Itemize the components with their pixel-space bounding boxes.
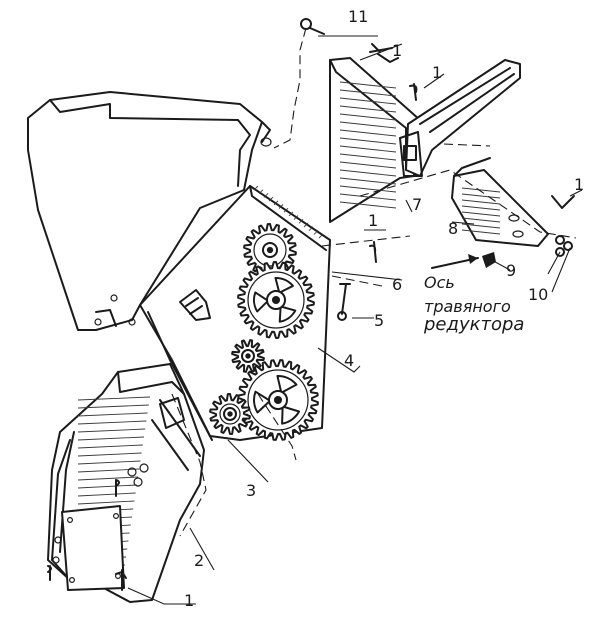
- callout-11: 11: [348, 7, 368, 26]
- callout-1-top: 1: [392, 41, 402, 60]
- leader-lines: [127, 35, 583, 605]
- gear-train: [209, 223, 319, 441]
- lower-housing-part: [47, 363, 205, 603]
- callout-1-bottom: 1: [184, 591, 194, 610]
- callout-5: 5: [374, 311, 384, 330]
- callout-2: 2: [194, 551, 204, 570]
- side-cover-plate: [27, 91, 272, 331]
- gear-icon: [231, 339, 265, 373]
- assembly-axis-lines: [171, 27, 577, 537]
- callout-labels: 11 1 1 1 7 8 1 6 5 4 9 10 3 2 1: [184, 7, 584, 610]
- mounting-plate: [451, 157, 549, 247]
- axis-caption: Ось травяного редуктора: [423, 273, 524, 335]
- caption-line-3: редуктора: [423, 314, 524, 335]
- callout-9: 9: [506, 261, 516, 280]
- callout-3: 3: [246, 481, 256, 500]
- bolt-icon: [300, 18, 351, 321]
- callout-10: 10: [528, 285, 548, 304]
- cotter-pin-icon: [369, 43, 575, 263]
- upper-right-cover: [329, 53, 521, 223]
- callout-1-cover: 1: [432, 63, 442, 82]
- axis-arrow: [431, 254, 479, 269]
- caption-line-2: травяного: [424, 297, 511, 316]
- callout-7: 7: [412, 195, 422, 214]
- washer-icon: [555, 235, 573, 257]
- callout-8: 8: [448, 219, 458, 238]
- cotter-pin-icon: [47, 479, 127, 591]
- gear-icon: [237, 261, 315, 339]
- callout-1-mid: 1: [368, 211, 378, 230]
- gear-icon: [237, 359, 319, 441]
- callout-4: 4: [344, 351, 354, 370]
- callout-1-right: 1: [574, 175, 584, 194]
- nut-icon: [482, 252, 496, 268]
- caption-line-1: Ось: [424, 273, 455, 292]
- callout-6: 6: [392, 275, 402, 294]
- gear-icon: [209, 393, 251, 435]
